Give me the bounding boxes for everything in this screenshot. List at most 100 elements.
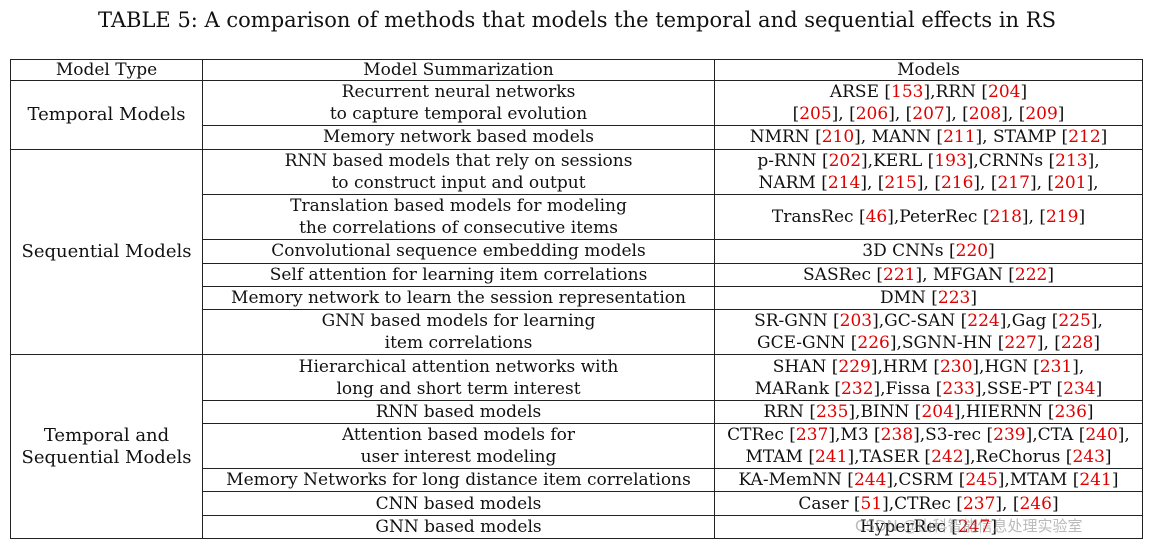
model-text: RRN [ [763,401,816,422]
summary-line: Translation based models for modeling [290,196,627,217]
model-text: CTRec [ [727,425,796,446]
model-text: SASRec [ [803,264,884,285]
citation-ref: 241 [814,447,848,468]
model-text: ] [990,516,997,537]
model-text: ] [970,287,978,308]
model-text: [ [792,104,800,125]
model-text: GCE-GNN [ [756,333,858,354]
model-text: ],M3 [ [828,425,881,446]
model-text: ],CTRec [ [882,493,963,514]
model-text: ],HIERNN [ [953,401,1055,422]
citation-ref: 243 [1072,447,1105,468]
model-text: ], [ [995,493,1020,514]
model-text: MTAM [ [745,447,815,468]
summary-line: Self attention for learning item correla… [269,264,648,285]
citation-ref: 193 [934,150,967,171]
citation-ref: 242 [931,447,964,468]
models-cell: NMRN [210], MANN [211], STAMP [212] [714,125,1143,150]
models-line: [205], [206], [207], [208], [209] [793,104,1065,124]
model-text: ], STAMP [ [975,127,1069,148]
model-type-line: Temporal and [43,424,170,446]
citation-ref: 246 [1019,493,1052,514]
citation-ref: 213 [1055,150,1088,171]
citation-ref: 219 [1046,207,1079,228]
model-text: ], [1090,311,1103,332]
header-models: Models [714,59,1143,81]
model-text: ], [ [888,104,913,125]
citation-ref: 236 [1054,401,1087,422]
models-line: SR-GNN [203],GC-SAN [224],Gag [225], [754,311,1103,331]
header-model-type: Model Type [10,59,203,81]
model-text: SHAN [ [772,356,839,377]
citation-ref: 220 [955,241,989,262]
citation-ref: 207 [912,104,945,125]
model-text: DMN [ [879,287,938,308]
citation-ref: 241 [1079,470,1112,491]
model-text: ], [ [1021,207,1046,228]
model-text: ] [1020,82,1028,103]
model-text: ],HRM [ [870,356,940,377]
model-text: ] [1086,401,1094,422]
model-text: ],HGN [ [972,356,1040,377]
models-line: DMN [223] [880,288,977,308]
model-type-line: Sequential Models [21,240,192,262]
model-text: ],ReChorus [ [963,447,1073,468]
model-text: ], [ [916,172,941,193]
model-text: ],TASER [ [847,447,932,468]
models-cell: CTRec [237],M3 [238],S3-rec [239],CTA [2… [714,422,1143,470]
summary-line: RNN based models that rely on sessions [284,150,633,171]
model-text: ], MFGAN [ [915,264,1015,285]
citation-ref: 203 [839,311,873,332]
model-text: ] [1100,127,1108,148]
model-type-cell: Sequential Models [10,148,203,356]
citation-ref: 237 [795,425,829,446]
model-text: ] [1093,333,1100,354]
models-line: ARSE [153],RRN [204] [830,82,1027,102]
table-row: Memory network to learn the session repr… [11,285,1143,310]
summary-cell: Convolutional sequence embedding models [202,239,715,264]
citation-ref: 247 [957,516,991,537]
model-text: ],Gag [ [999,311,1059,332]
model-text: ],KERL [ [861,150,935,171]
citation-ref: 211 [943,127,976,148]
model-text: ], [ [831,104,856,125]
model-text: ], [ [944,104,969,125]
watermark: CSDN @山科智能信息处理实验室 [855,517,1083,535]
citation-ref: 233 [942,378,975,399]
citation-ref: 237 [962,493,996,514]
citation-ref: 239 [993,425,1026,446]
model-text: NMRN [ [749,127,822,148]
summary-cell: RNN based models [202,399,715,424]
models-line: SASRec [221], MFGAN [222] [803,265,1054,285]
model-text: ] [1051,493,1059,514]
model-text: ] [1104,447,1112,468]
model-text: ], [1087,150,1100,171]
model-type-line: Temporal Models [27,103,186,125]
models-line: CTRec [237],M3 [238],S3-rec [239],CTA [2… [727,425,1130,445]
model-text: ], [1117,425,1130,446]
model-text: ],PeterRec [ [887,207,990,228]
summary-line: to construct input and output [331,172,586,193]
models-cell: RRN [235],BINN [204],HIERNN [236] [714,399,1143,424]
model-text: ] [988,241,995,262]
summary-line: CNN based models [375,493,542,514]
comparison-table: Model Type Model Summarization Models Te… [10,59,1143,540]
citation-ref: 204 [988,82,1021,103]
header-model-summarization: Model Summarization [202,59,715,81]
model-text: ] [1095,378,1103,399]
model-text: ],RRN [ [923,82,989,103]
model-text: HyperRec [ [859,516,958,537]
models-line: GCE-GNN [226],SGNN-HN [227], [228] [757,333,1100,353]
model-text: ] [1057,104,1065,125]
citation-ref: 225 [1058,311,1091,332]
summary-line: long and short term interest [336,378,581,399]
model-text: 3D CNNs [ [862,241,956,262]
citation-ref: 46 [865,207,888,228]
citation-ref: 216 [940,172,974,193]
model-text: MARank [ [754,378,842,399]
